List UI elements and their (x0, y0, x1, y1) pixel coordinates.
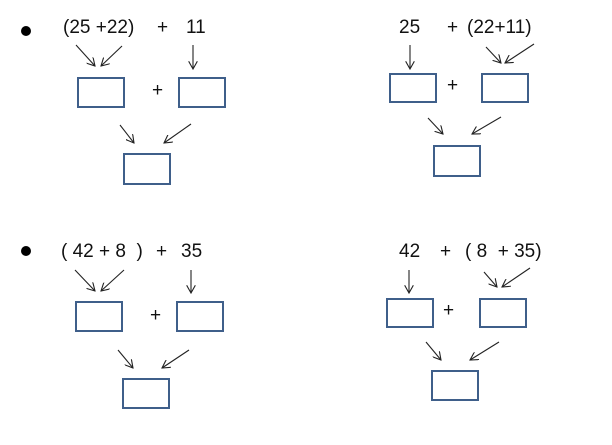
p1-plus-operator: + (157, 17, 169, 38)
p4-answer-box-left[interactable] (386, 298, 434, 328)
p4-answer-box-right[interactable] (479, 298, 527, 328)
bullet-row-1 (21, 26, 31, 36)
p3-arrow-1 (74, 269, 95, 291)
p1-arrow-5 (164, 123, 192, 143)
p2-plus-between-boxes: + (447, 75, 459, 96)
p4-arrow-3 (502, 267, 531, 287)
p2-answer-box-left[interactable] (389, 73, 437, 103)
p1-left-expression: (25 +22) (63, 17, 135, 38)
p4-arrow-5 (470, 341, 500, 360)
p3-answer-box-right[interactable] (176, 301, 224, 332)
p3-answer-box-sum[interactable] (122, 378, 170, 409)
p3-arrow-2 (101, 269, 125, 291)
p4-plus-operator: + (440, 241, 452, 262)
p3-arrow-4 (117, 349, 133, 368)
p2-arrow-4 (427, 117, 443, 134)
p4-arrow-2 (483, 271, 497, 287)
p3-plus-operator: + (156, 241, 168, 262)
p4-plus-between-boxes: + (443, 300, 455, 321)
p3-arrow-5 (162, 349, 190, 368)
p1-right-expression: 11 (186, 17, 206, 38)
p3-right-expression: 35 (181, 241, 203, 262)
p1-arrow-4 (119, 124, 134, 143)
p1-arrow-1 (75, 44, 95, 66)
p2-right-expression: (22+11) (467, 17, 532, 38)
bullet-row-2 (21, 246, 31, 256)
p2-arrow-5 (472, 116, 502, 134)
p3-plus-between-boxes: + (150, 305, 162, 326)
p4-left-expression: 42 (399, 241, 421, 262)
p2-left-expression: 25 (399, 17, 421, 38)
p1-plus-between-boxes: + (152, 80, 164, 101)
p2-answer-box-right[interactable] (481, 73, 529, 103)
p4-right-expression: ( 8 + 35) (465, 241, 542, 262)
p1-answer-box-sum[interactable] (123, 153, 171, 185)
p4-answer-box-sum[interactable] (431, 370, 479, 401)
p1-arrow-2 (101, 45, 123, 66)
p1-answer-box-left[interactable] (77, 77, 125, 108)
p2-answer-box-sum[interactable] (433, 145, 481, 177)
p4-arrow-4 (425, 341, 441, 360)
p2-arrow-3 (505, 43, 535, 63)
p1-answer-box-right[interactable] (178, 77, 226, 108)
p3-left-expression: ( 42 + 8 ) (61, 241, 143, 262)
p2-arrow-2 (485, 46, 501, 63)
p2-plus-operator: + (447, 17, 459, 38)
p3-answer-box-left[interactable] (75, 301, 123, 332)
